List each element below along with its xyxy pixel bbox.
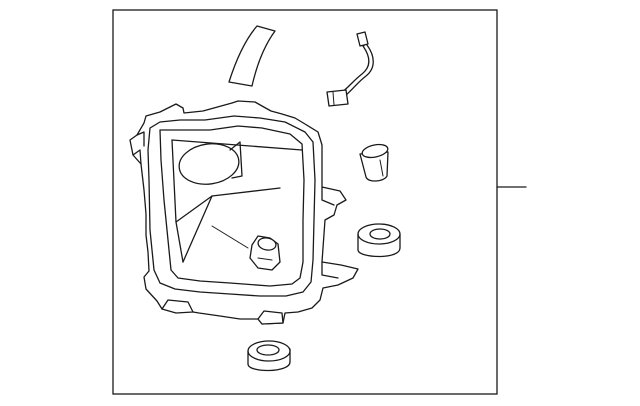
adhesive-strip[interactable] [228, 25, 276, 87]
grommet-bottom[interactable] [247, 340, 291, 372]
headlamp-housing[interactable] [129, 100, 359, 325]
diagram-frame [112, 9, 498, 395]
cap-upper[interactable] [359, 142, 389, 182]
grommet-middle[interactable] [357, 223, 401, 258]
wire-harness-connector[interactable] [326, 31, 374, 107]
